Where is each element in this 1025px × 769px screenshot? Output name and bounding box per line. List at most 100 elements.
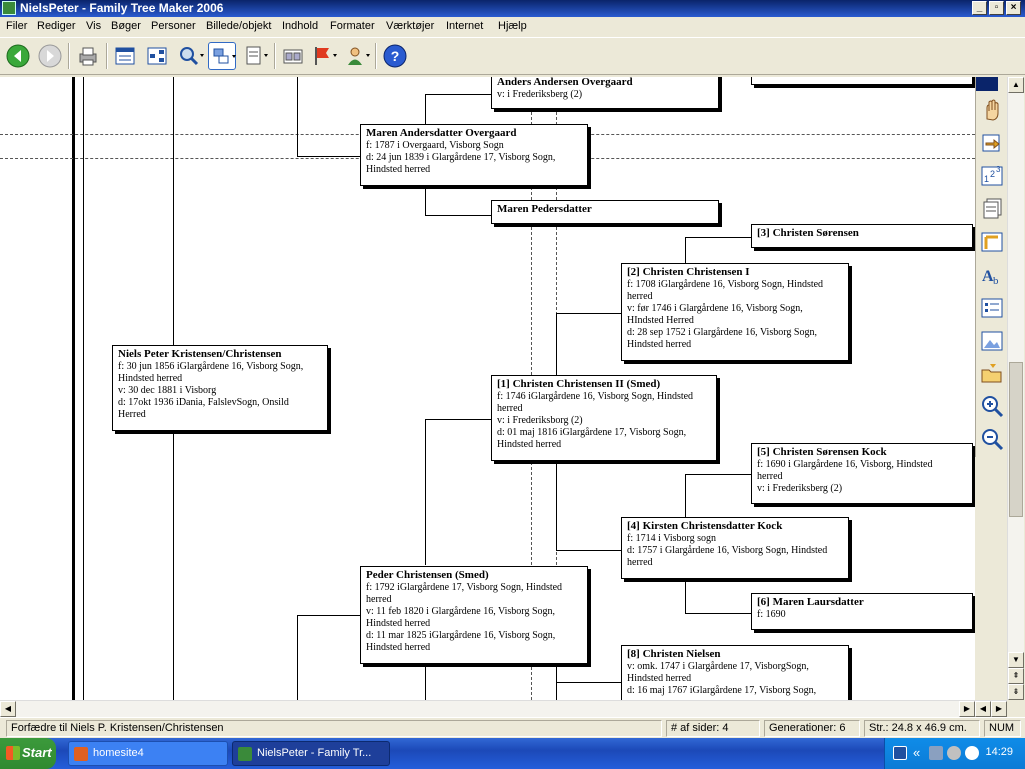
menu-formater[interactable]: Formater [330, 20, 375, 32]
close-button[interactable]: × [1006, 1, 1021, 15]
tray-expand-icon[interactable]: « [913, 745, 921, 760]
person-name: Niels Peter Kristensen/Christensen [118, 348, 282, 360]
person-detail: f: 1714 i Visborg sogn [627, 533, 717, 544]
toolbar-separator [68, 43, 70, 69]
volume-icon[interactable] [947, 746, 961, 760]
person-box-maren-andersdatter[interactable]: Maren Andersdatter Overgaard f: 1787 i O… [360, 124, 588, 186]
menu-vis[interactable]: Vis [86, 20, 102, 32]
horizontal-scrollbar[interactable]: ◀ ▶ ◀ ▶ [0, 700, 1007, 717]
taskbar-item-family-tree-maker[interactable]: NielsPeter - Family Tr... [232, 741, 390, 766]
back-button[interactable] [4, 42, 32, 70]
forward-button[interactable] [36, 42, 64, 70]
print-icon[interactable] [74, 42, 102, 70]
connector [556, 313, 621, 314]
person-box-christen-2[interactable]: [2] Christen Christensen I f: 1708 iGlar… [621, 263, 849, 361]
items-list-icon[interactable] [979, 295, 1005, 321]
family-view-icon[interactable] [111, 42, 139, 70]
connector [685, 474, 751, 475]
connector [556, 313, 557, 387]
tray-app-icon[interactable] [893, 746, 907, 760]
status-description: Forfædre til Niels P. Kristensen/Christe… [6, 720, 662, 737]
clock: 14:29 [985, 746, 1013, 758]
person-box-maren-pedersdatter[interactable]: Maren Pedersdatter [491, 200, 719, 224]
page-down-button[interactable]: ⇟ [1008, 684, 1024, 700]
search-icon[interactable] [175, 42, 204, 70]
page-left-button[interactable]: ◀ [975, 701, 991, 717]
person-name: [1] Christen Christensen II (Smed) [497, 378, 661, 390]
person-detail: HIndsted Herred [627, 315, 694, 326]
layout-icon[interactable] [979, 229, 1005, 255]
hand-icon[interactable] [979, 97, 1005, 123]
svg-text:b: b [993, 275, 999, 287]
connector [685, 237, 686, 263]
scroll-up-button[interactable]: ▲ [1008, 77, 1024, 93]
person-name: [6] Maren Laursdatter [757, 596, 864, 608]
open-folder-icon[interactable] [979, 361, 1005, 387]
system-tray: « 14:29 [884, 738, 1025, 769]
start-button[interactable]: Start [0, 738, 56, 769]
person-share-icon[interactable] [342, 42, 370, 70]
person-name: Maren Pedersdatter [497, 203, 592, 215]
panda-antivirus-icon[interactable] [965, 746, 979, 760]
svg-text:A: A [982, 268, 994, 285]
person-box-peder[interactable]: Peder Christensen (Smed) f: 1792 iGlargå… [360, 566, 588, 664]
person-detail: d: 17okt 1936 iDania, FalslevSogn, Onsil… [118, 397, 289, 408]
menu-filer[interactable]: Filer [6, 20, 28, 32]
menu-boger[interactable]: Bøger [111, 20, 141, 32]
network-icon[interactable] [929, 746, 943, 760]
person-detail: v: 30 dec 1881 i Visborg [118, 385, 217, 396]
toolbar-separator [106, 43, 108, 69]
windows-logo-icon [6, 746, 20, 760]
background-image-icon[interactable] [979, 328, 1005, 354]
tree-view-icon[interactable] [208, 42, 236, 70]
scroll-thumb[interactable] [1009, 362, 1023, 517]
menu-rediger[interactable]: Rediger [37, 20, 76, 32]
person-box-christen-1[interactable]: [1] Christen Christensen II (Smed) f: 17… [491, 375, 717, 461]
menu-indhold[interactable]: Indhold [282, 20, 319, 32]
page-border [72, 77, 75, 700]
taskbar-item-homesite[interactable]: homesite4 [68, 741, 228, 766]
person-box-maren-6[interactable]: [6] Maren Laursdatter f: 1690 [751, 593, 973, 630]
person-detail: v: før 1746 i Glargårdene 16, Visborg So… [627, 303, 803, 314]
menu-internet[interactable]: Internet [446, 20, 484, 32]
page-border [83, 77, 84, 700]
pedigree-view-icon[interactable] [143, 42, 171, 70]
connector [685, 580, 686, 613]
bookmark-flag-icon[interactable] [309, 42, 337, 70]
menu-hjaelp[interactable]: Hjælp [498, 20, 527, 32]
report-icon[interactable] [241, 42, 269, 70]
person-box-christen-8[interactable]: [8] Christen Nielsen v: omk. 1747 i Glar… [621, 645, 849, 700]
books-icon[interactable] [279, 42, 307, 70]
person-detail: Hindsted herred [118, 373, 183, 384]
person-detail: d: 28 sep 1752 i Glargårdene 16, Visborg… [627, 327, 817, 338]
page-up-button[interactable]: ⇞ [1008, 668, 1024, 684]
page-right-button[interactable]: ▶ [991, 701, 1007, 717]
person-name: [5] Christen Sørensen Kock [757, 446, 887, 458]
zoom-out-icon[interactable] [979, 427, 1005, 453]
zoom-in-icon[interactable] [979, 394, 1005, 420]
person-box-christen-3[interactable]: [3] Christen Sørensen [751, 224, 973, 248]
menu-personer[interactable]: Personer [151, 20, 196, 32]
person-box-anders[interactable]: Anders Andersen Overgaard v: i Frederiks… [491, 77, 719, 109]
person-detail: Hindsted herred [627, 339, 692, 350]
scroll-right-button[interactable]: ▶ [959, 701, 975, 717]
person-box-kirsten-4[interactable]: [4] Kirsten Christensdatter Kock f: 1714… [621, 517, 849, 579]
vertical-scrollbar[interactable]: ▲ ▼ ⇞ ⇟ [1007, 77, 1024, 700]
person-box-christen-5[interactable]: [5] Christen Sørensen Kock f: 1690 i Gla… [751, 443, 973, 504]
scroll-down-button[interactable]: ▼ [1008, 652, 1024, 668]
help-icon[interactable]: ? [381, 42, 409, 70]
scroll-left-button[interactable]: ◀ [0, 701, 16, 717]
tree-canvas[interactable]: Anders Andersen Overgaard v: i Frederiks… [0, 77, 975, 700]
menu-vaerktojer[interactable]: Værktøjer [386, 20, 435, 32]
minimize-button[interactable]: _ [972, 1, 987, 15]
restore-button[interactable]: ▫ [989, 1, 1004, 15]
menu-billede-objekt[interactable]: Billede/objekt [206, 20, 272, 32]
export-icon[interactable] [979, 130, 1005, 156]
person-box-niels-peter[interactable]: Niels Peter Kristensen/Christensen f: 30… [112, 345, 328, 431]
pages-icon[interactable] [979, 196, 1005, 222]
person-box-partial[interactable] [751, 77, 973, 85]
taskbar-item-label: homesite4 [93, 747, 144, 759]
person-detail: d: 16 maj 1767 iGlargårdene 17, Visborg … [627, 685, 817, 696]
